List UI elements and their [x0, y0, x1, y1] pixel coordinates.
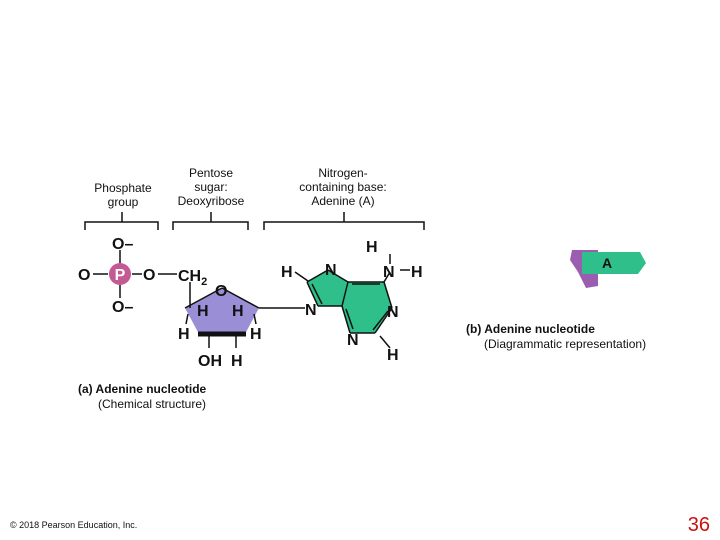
icon-base-tab	[582, 252, 646, 274]
label-phosphate-group: Phosphate group	[78, 181, 168, 209]
label-sugar-line2: sugar:	[194, 180, 228, 194]
nitrogen-n9: N	[305, 302, 317, 319]
hydrogen-c1: H	[232, 303, 244, 320]
ch2-subscript: 2	[201, 276, 207, 288]
phosphorus-atom-circle	[109, 263, 131, 285]
hydrogen-c4-lower: H	[178, 326, 190, 343]
label-base-line2: containing base:	[299, 180, 387, 194]
label-base-line1: Nitrogen-	[318, 166, 368, 180]
oxygen-top: O–	[112, 236, 133, 253]
caption-chemical: (a) Adenine nucleotide (Chemical structu…	[78, 382, 278, 412]
hydrogen-c4: H	[197, 303, 209, 320]
caption-diagrammatic: (b) Adenine nucleotide (Diagrammatic rep…	[466, 322, 686, 352]
caption-b-subtitle: (Diagrammatic representation)	[484, 337, 647, 351]
hydroxyl-c3: OH	[198, 353, 222, 370]
oxygen-right: O	[143, 267, 155, 284]
phosphate-group: P O– O O O–	[78, 236, 177, 316]
deoxyribose-sugar: CH2 O H H H H OH H	[178, 268, 305, 370]
adenine-base: H N H N H N N N H	[281, 239, 423, 364]
label-sugar-line1: Pentose	[188, 166, 234, 180]
label-sugar-line3: Deoxyribose	[177, 194, 245, 208]
nitrogen-n1: N	[387, 304, 399, 321]
label-pentose-sugar: Pentose sugar: Deoxyribose	[165, 166, 257, 208]
pyrimidine-ring	[342, 282, 392, 333]
bracket-phosphate	[84, 212, 159, 230]
hydrogen-c1-lower: H	[250, 326, 262, 343]
caption-a-title: (a) Adenine nucleotide	[78, 382, 207, 396]
label-base-line3: Adenine (A)	[311, 194, 375, 208]
caption-a-subtitle: (Chemical structure)	[98, 397, 207, 411]
imidazole-ring	[307, 270, 348, 306]
ch2-group: CH2	[178, 268, 207, 288]
hydrogen-amino-right: H	[411, 264, 423, 281]
hydrogen-c2: H	[231, 353, 243, 370]
oxygen-bottom: O–	[112, 299, 133, 316]
page-number: 36	[687, 514, 710, 536]
bracket-sugar	[172, 212, 249, 230]
label-phosphate-line2: group	[107, 195, 139, 209]
ring-oxygen: O	[215, 283, 227, 300]
hydrogen-amino-top: H	[366, 239, 378, 256]
nitrogen-n3: N	[347, 332, 359, 349]
hydrogen-c2: H	[387, 347, 399, 364]
label-phosphate-line1: Phosphate	[94, 181, 152, 195]
phosphorus-label: P	[115, 267, 126, 284]
bracket-base	[263, 212, 425, 230]
copyright-notice: © 2018 Pearson Education, Inc.	[10, 520, 138, 530]
ch2-label: CH	[178, 268, 201, 285]
oxygen-left: O	[78, 267, 90, 284]
nucleotide-icon: A	[570, 250, 646, 288]
caption-b-title: (b) Adenine nucleotide	[466, 322, 595, 336]
nitrogen-n7: N	[325, 262, 337, 279]
nitrogen-amino: N	[383, 264, 395, 281]
label-nitrogenous-base: Nitrogen- containing base: Adenine (A)	[283, 166, 403, 208]
hydrogen-c8: H	[281, 264, 293, 281]
icon-letter: A	[602, 255, 612, 271]
sugar-ring	[185, 288, 259, 334]
